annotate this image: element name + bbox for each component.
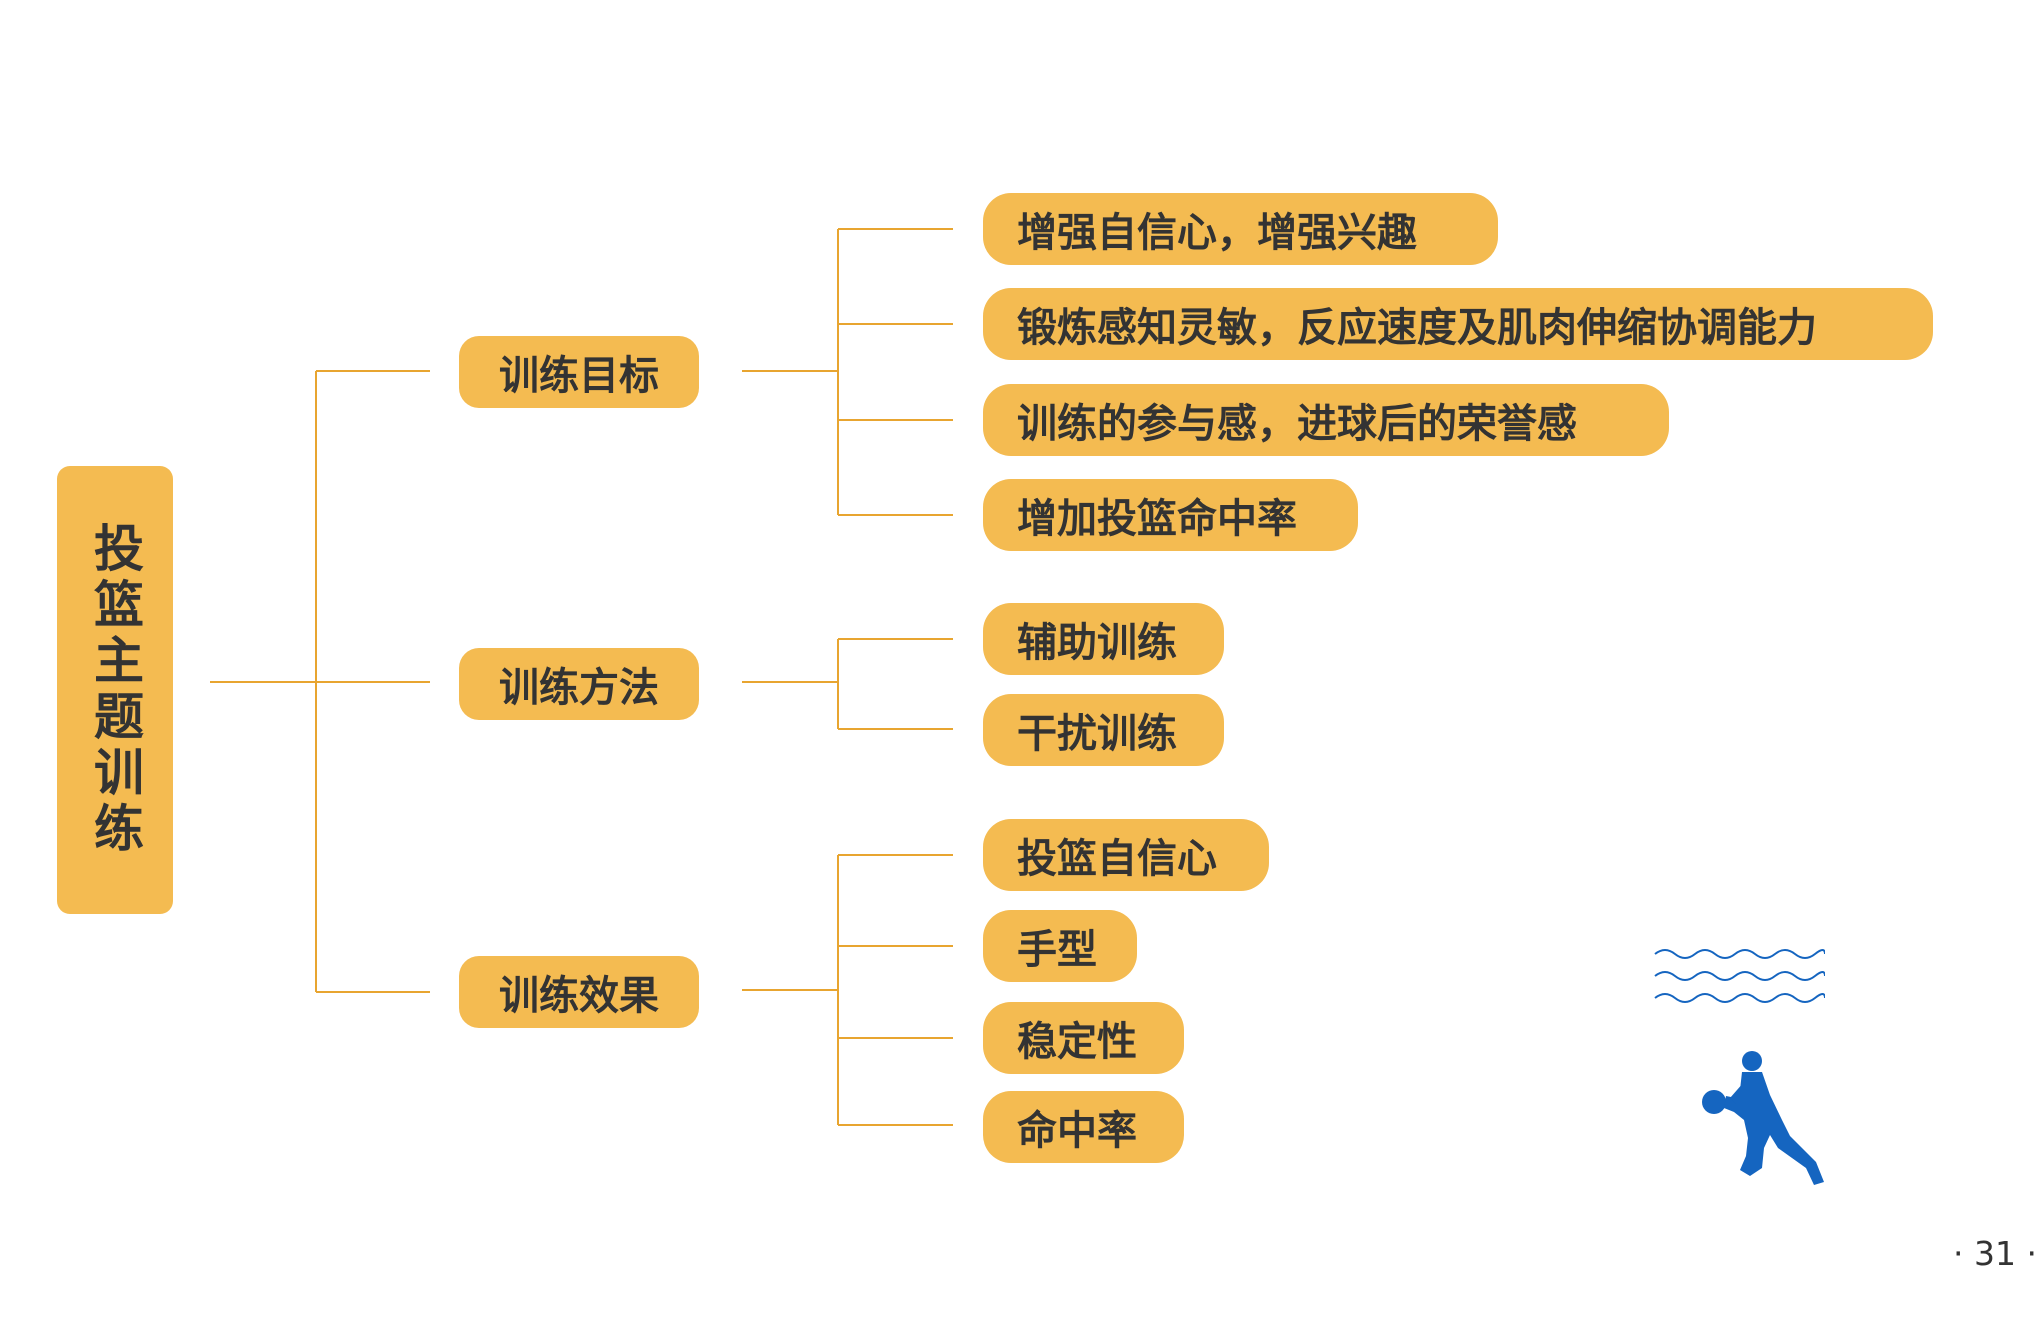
branch-label: 训练方法 xyxy=(499,665,659,711)
leaf-node: 增加投篮命中率 xyxy=(983,479,1358,551)
branch-node-goal: 训练目标 xyxy=(459,336,699,408)
branch-node-method: 训练方法 xyxy=(459,648,699,720)
leaf-label: 投篮自信心 xyxy=(1017,836,1217,882)
leaf-label: 辅助训练 xyxy=(1017,620,1177,666)
leaf-node: 手型 xyxy=(983,910,1137,982)
leaf-node: 干扰训练 xyxy=(983,694,1224,766)
leaf-node: 命中率 xyxy=(983,1091,1184,1163)
branch-node-effect: 训练效果 xyxy=(459,956,699,1028)
leaf-node: 投篮自信心 xyxy=(983,819,1269,891)
leaf-node: 辅助训练 xyxy=(983,603,1224,675)
leaf-node: 训练的参与感，进球后的荣誉感 xyxy=(983,384,1669,456)
leaf-label: 锻炼感知灵敏，反应速度及肌肉伸缩协调能力 xyxy=(1017,305,1817,351)
leaf-node: 锻炼感知灵敏，反应速度及肌肉伸缩协调能力 xyxy=(983,288,1933,360)
page-number: · 31 · xyxy=(1953,1234,2037,1273)
leaf-node: 增强自信心，增强兴趣 xyxy=(983,193,1498,265)
wave-lines-icon xyxy=(1654,949,1825,1003)
leaf-label: 手型 xyxy=(1017,927,1097,973)
leaf-label: 命中率 xyxy=(1017,1108,1137,1154)
branch-label: 训练目标 xyxy=(499,353,659,399)
leaf-node: 稳定性 xyxy=(983,1002,1184,1074)
branch-label: 训练效果 xyxy=(499,973,659,1019)
root-label: 投篮主题训练 xyxy=(86,522,144,858)
root-node: 投篮主题训练 xyxy=(57,466,173,914)
leaf-label: 训练的参与感，进球后的荣誉感 xyxy=(1017,401,1577,447)
basketball-player-icon xyxy=(1702,1051,1824,1185)
leaf-label: 稳定性 xyxy=(1017,1019,1137,1065)
leaf-label: 增强自信心，增强兴趣 xyxy=(1017,210,1417,256)
leaf-label: 增加投篮命中率 xyxy=(1017,496,1297,542)
leaf-label: 干扰训练 xyxy=(1017,711,1177,757)
